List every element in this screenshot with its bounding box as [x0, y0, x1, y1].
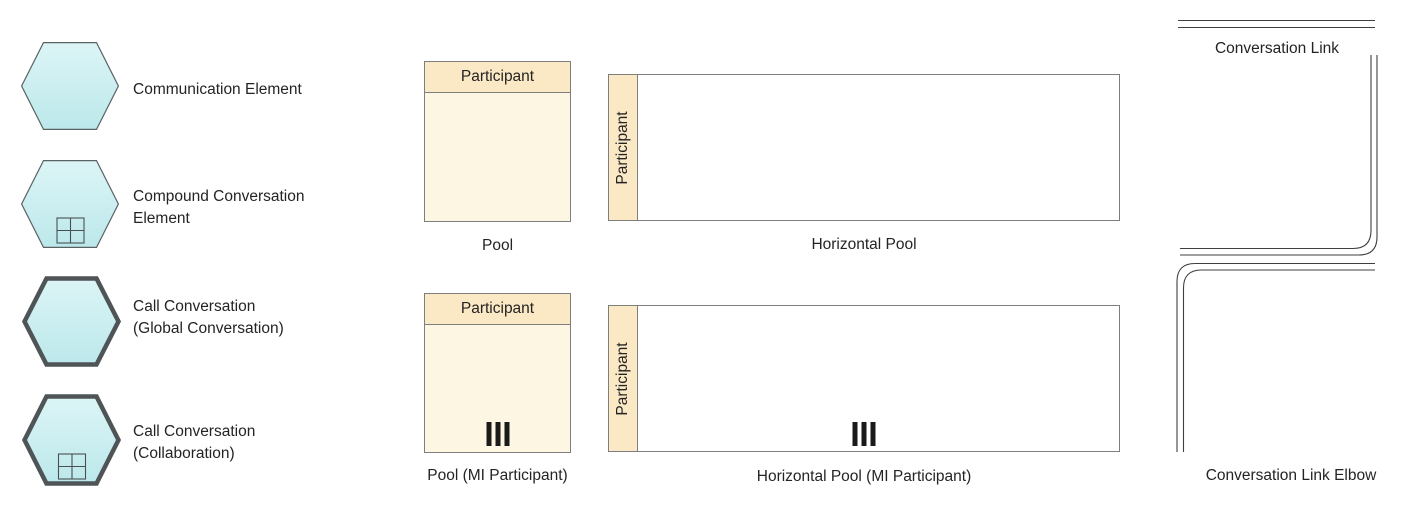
call-conversation-collaboration-shape[interactable] — [21, 394, 122, 486]
conversation-link-caption: Conversation Link — [1214, 40, 1340, 57]
multi-instance-marker-icon — [852, 422, 876, 446]
hexagon-icon — [20, 160, 120, 249]
compound-conversation-element-shape[interactable] — [20, 160, 120, 249]
horizontal-pool-participant-band: Participant — [609, 75, 638, 220]
communication-element-label: Communication Element — [133, 79, 302, 101]
conversation-link-elbow-bottom[interactable] — [1176, 262, 1375, 453]
hexagon-icon — [21, 276, 122, 367]
participant-label: Participant — [460, 300, 535, 317]
pool-mi-caption: Pool (MI Participant) — [427, 467, 568, 484]
call-conversation-global-shape[interactable] — [21, 276, 122, 367]
communication-element-shape[interactable] — [20, 42, 120, 131]
horizontal-pool-mi-caption: Horizontal Pool (MI Participant) — [756, 468, 972, 485]
call-conversation-collaboration-label: Call Conversation (Collaboration) — [133, 421, 255, 465]
pool-participant-header: Participant — [425, 294, 570, 325]
pool-shape[interactable]: Participant — [424, 61, 571, 222]
multi-instance-marker-icon — [486, 422, 509, 446]
participant-label: Participant — [614, 110, 631, 185]
pool-mi-participant-shape[interactable]: Participant — [424, 293, 571, 453]
label-line: (Collaboration) — [133, 445, 235, 462]
grid-marker-icon — [56, 217, 85, 244]
label-line: Element — [133, 210, 190, 227]
pool-caption: Pool — [481, 237, 514, 254]
label-line: Call Conversation — [133, 298, 256, 315]
horizontal-pool-caption: Horizontal Pool — [811, 236, 917, 253]
horizontal-pool-mi-participant-shape[interactable]: Participant — [608, 305, 1120, 452]
conversation-link-elbow-caption: Conversation Link Elbow — [1205, 467, 1377, 484]
conversation-links-art — [1176, 19, 1378, 453]
conversation-link-line[interactable] — [1178, 19, 1375, 29]
participant-label: Participant — [614, 341, 631, 416]
pool-participant-header: Participant — [425, 62, 570, 93]
hexagon-icon — [21, 394, 122, 486]
horizontal-pool-shape[interactable]: Participant — [608, 74, 1120, 221]
label-line: Call Conversation — [133, 423, 256, 440]
label-line: (Global Conversation) — [133, 320, 284, 337]
grid-marker-icon — [57, 453, 87, 480]
conversation-link-elbow-top[interactable] — [1180, 55, 1378, 256]
hexagon-icon — [20, 42, 120, 131]
call-conversation-global-label: Call Conversation (Global Conversation) — [133, 296, 284, 340]
participant-label: Participant — [460, 68, 535, 85]
label-line: Compound Conversation — [133, 188, 305, 205]
compound-conversation-element-label: Compound Conversation Element — [133, 186, 304, 230]
horizontal-pool-participant-band: Participant — [609, 306, 638, 451]
label-line: Communication Element — [133, 81, 302, 98]
